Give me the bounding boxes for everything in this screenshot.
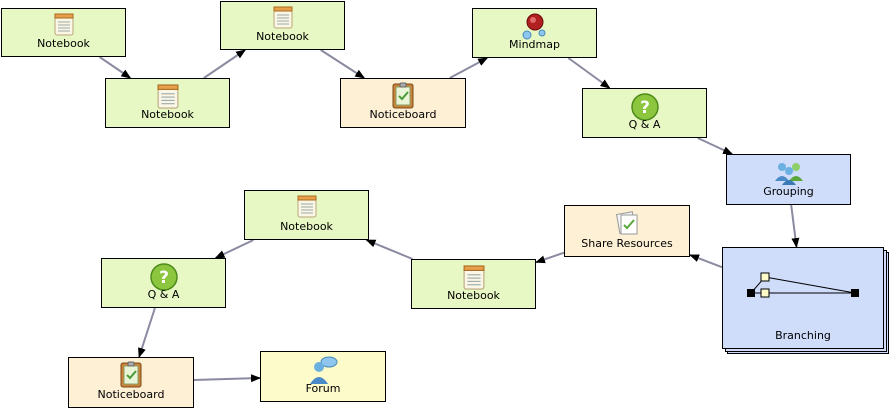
question-icon: ? (149, 262, 179, 296)
activity-grouping[interactable]: Grouping (726, 154, 851, 205)
activity-label: Notebook (141, 108, 194, 121)
notebook-icon (297, 194, 317, 222)
transition-arrow[interactable] (697, 137, 734, 155)
transition-arrow[interactable] (193, 374, 261, 383)
activity-share-resources[interactable]: Share Resources (564, 205, 690, 257)
activity-label: Mindmap (509, 38, 560, 51)
activity-forum[interactable]: Forum (260, 351, 386, 402)
transition-arrow[interactable] (138, 307, 156, 358)
activity-label: Notebook (280, 220, 333, 233)
grouping-icon (773, 159, 805, 189)
branching-icon (745, 272, 861, 306)
forum-icon (307, 355, 339, 389)
share-resources-icon (614, 210, 640, 240)
activity-notebook-5[interactable]: Notebook (244, 190, 369, 240)
activity-noticeboard-1[interactable]: Noticeboard (340, 78, 466, 128)
notebook-icon (273, 5, 293, 33)
transition-arrow[interactable] (449, 57, 489, 79)
activity-qa-1[interactable]: ? Q & A (582, 88, 707, 138)
activity-notebook-3[interactable]: Notebook (220, 1, 345, 50)
activity-mindmap[interactable]: Mindmap (472, 8, 597, 58)
noticeboard-icon (391, 82, 415, 114)
transition-arrow[interactable] (203, 49, 246, 79)
activity-label: Notebook (447, 289, 500, 302)
noticeboard-icon (119, 361, 143, 393)
activity-noticeboard-2[interactable]: Noticeboard (68, 357, 194, 408)
activity-label: Q & A (628, 118, 661, 131)
activity-notebook-4[interactable]: Notebook (411, 259, 536, 309)
activity-label: Notebook (37, 37, 90, 50)
transition-arrow[interactable] (214, 239, 254, 259)
activity-label: Branching (775, 329, 831, 342)
transition-arrow[interactable] (689, 254, 723, 269)
activity-notebook-1[interactable]: Notebook (1, 8, 126, 57)
question-icon: ? (630, 92, 660, 126)
activity-label: Noticeboard (369, 108, 437, 121)
activity-label: Grouping (763, 185, 814, 198)
notebook-icon (54, 12, 74, 40)
svg-text:?: ? (159, 268, 169, 288)
activity-qa-2[interactable]: ? Q & A (101, 258, 226, 308)
transition-arrow[interactable] (99, 56, 132, 79)
notebook-icon (157, 82, 179, 114)
activity-label: Share Resources (581, 237, 673, 250)
transition-arrow[interactable] (535, 251, 565, 264)
mindmap-icon (520, 11, 550, 45)
activity-label: Forum (305, 382, 341, 395)
svg-text:?: ? (640, 98, 650, 118)
transition-arrow[interactable] (567, 57, 611, 89)
activity-label: Q & A (147, 288, 180, 301)
transition-arrow[interactable] (790, 204, 800, 248)
activity-branching[interactable]: Branching (722, 247, 884, 349)
activity-label: Noticeboard (97, 388, 165, 401)
activity-label: Notebook (256, 30, 309, 43)
notebook-icon (463, 263, 485, 295)
transition-arrow[interactable] (365, 239, 413, 260)
transition-arrow[interactable] (320, 49, 366, 79)
activity-notebook-2[interactable]: Notebook (105, 78, 230, 128)
